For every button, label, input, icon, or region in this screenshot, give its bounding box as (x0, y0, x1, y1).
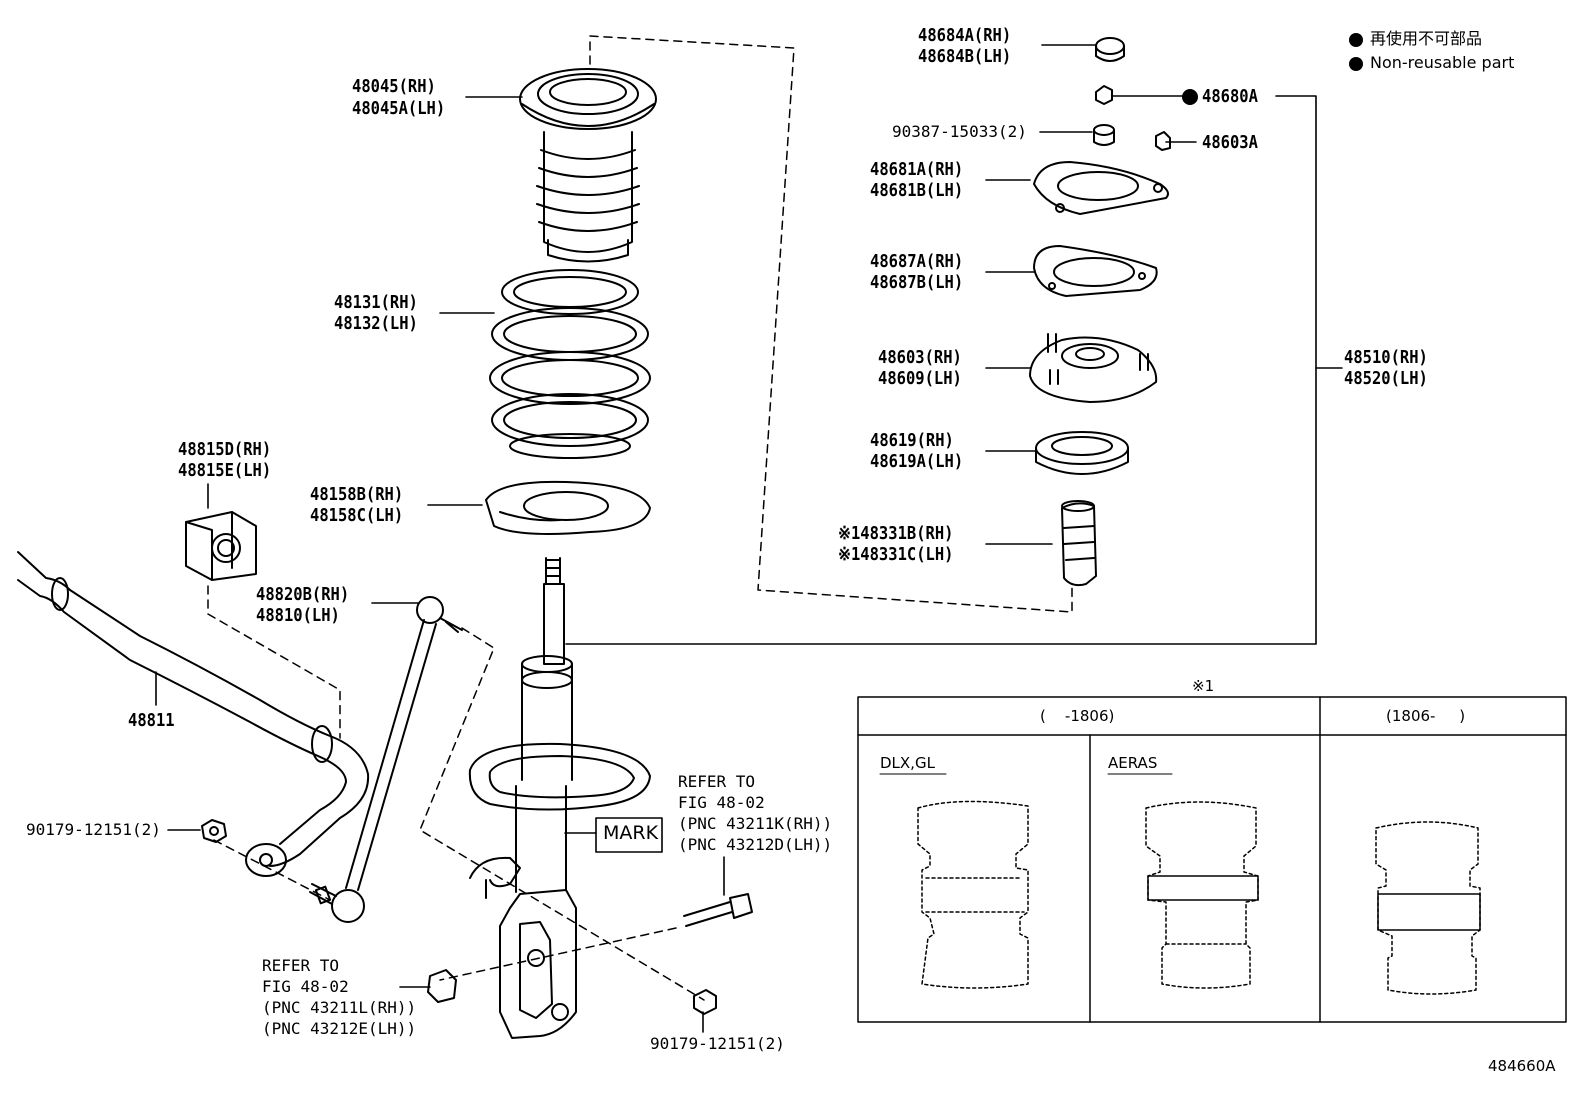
label-48684-rh: 48684A(RH) (918, 25, 1012, 46)
stabilizer-bar (17, 551, 370, 877)
cap-48684 (1095, 37, 1125, 62)
legend-en: Non-reusable part (1370, 53, 1515, 72)
nut-48680A (1095, 85, 1113, 105)
label-48603-lh: 48609(LH) (878, 368, 962, 389)
gasket-48687 (1033, 245, 1158, 297)
collar-90387 (1093, 124, 1115, 146)
refer-bottom-line1: REFER TO (262, 956, 340, 975)
stabilizer-link (309, 596, 463, 923)
label-48603-rh: 48603(RH) (878, 347, 962, 368)
table-sub-dlx: DLX,GL (880, 754, 935, 772)
refer-bottom-line3: (PNC 43211L(RH)) (262, 998, 417, 1017)
label-48603a: 48603A (1202, 132, 1258, 153)
label-48131-rh: 48131(RH) (334, 292, 418, 313)
refer-right-line1: REFER TO (678, 772, 756, 791)
shock-absorber (468, 557, 651, 1039)
bumper-table (857, 696, 1567, 1023)
label-90387: 90387-15033(2) (892, 122, 1027, 141)
refer-right-line4: (PNC 43212D(LH)) (678, 835, 833, 854)
label-48687-rh: 48687A(RH) (870, 251, 964, 272)
label-48680a: 48680A (1202, 86, 1258, 107)
label-90179-left: 90179-12151(2) (26, 820, 161, 839)
bumper-48331 (1061, 500, 1097, 587)
label-48815-rh: 48815D(RH) (178, 439, 272, 460)
stabilizer-bushing (185, 511, 257, 581)
label-48687-lh: 48687B(LH) (870, 272, 964, 293)
leader-lines (155, 44, 1343, 1033)
table-sub-aeras: AERAS (1108, 754, 1158, 772)
label-48131-lh: 48132(LH) (334, 313, 418, 334)
label-48045-lh: 48045A(LH) (352, 98, 446, 119)
refer-right-line3: (PNC 43211K(RH)) (678, 814, 833, 833)
coil-spring (489, 269, 651, 459)
plate-48681 (1033, 161, 1169, 215)
bumper-variant-late (1375, 821, 1481, 995)
upper-insulator-boot (519, 68, 657, 263)
dashed-guides (207, 35, 1073, 1001)
nut-bottom-center (427, 969, 457, 1003)
mark-label: MARK (603, 822, 659, 844)
refer-bottom-line2: FIG 48-02 (262, 977, 349, 996)
label-48045-rh: 48045(RH) (352, 76, 436, 97)
label-90179-bottom: 90179-12151(2) (650, 1034, 785, 1053)
legend-bullets (1182, 33, 1363, 105)
refer-right-line2: FIG 48-02 (678, 793, 765, 812)
figure-id: 484660A (1488, 1057, 1556, 1075)
table-header-late: (1806- ) (1386, 707, 1466, 725)
nut-bottom-right (693, 989, 717, 1015)
label-48331-lh: ※148331C(LH) (838, 544, 954, 565)
lower-insulator (485, 480, 651, 535)
bearing-48619 (1035, 431, 1129, 475)
nut-48603A (1155, 131, 1171, 151)
label-48510-rh: 48510(RH) (1344, 347, 1428, 368)
label-48158-lh: 48158C(LH) (310, 505, 404, 526)
table-header-early: ( -1806) (1040, 707, 1115, 725)
mark-box (595, 817, 663, 853)
legend-jp: 再使用不可部品 (1370, 29, 1483, 48)
label-48619-lh: 48619A(LH) (870, 451, 964, 472)
label-48684-lh: 48684B(LH) (918, 46, 1012, 67)
label-48681-rh: 48681A(RH) (870, 159, 964, 180)
label-48331-rh: ※148331B(RH) (838, 523, 954, 544)
bumper-variant-aeras (1145, 801, 1259, 989)
label-48619-rh: 48619(RH) (870, 430, 954, 451)
label-48815-lh: 48815E(LH) (178, 460, 272, 481)
label-48158-rh: 48158B(RH) (310, 484, 404, 505)
bumper-variant-dlx (917, 800, 1029, 989)
label-48510-lh: 48520(LH) (1344, 368, 1428, 389)
table-note-mark: ※1 (1192, 677, 1215, 695)
label-48820-rh: 48820B(RH) (256, 584, 350, 605)
bolt-right (683, 893, 753, 927)
refer-bottom-line4: (PNC 43212E(LH)) (262, 1019, 417, 1038)
label-48681-lh: 48681B(LH) (870, 180, 964, 201)
label-48811: 48811 (128, 710, 175, 731)
support-48603 (1029, 333, 1158, 403)
nut-left (201, 819, 227, 843)
label-48820-lh: 48810(LH) (256, 605, 340, 626)
